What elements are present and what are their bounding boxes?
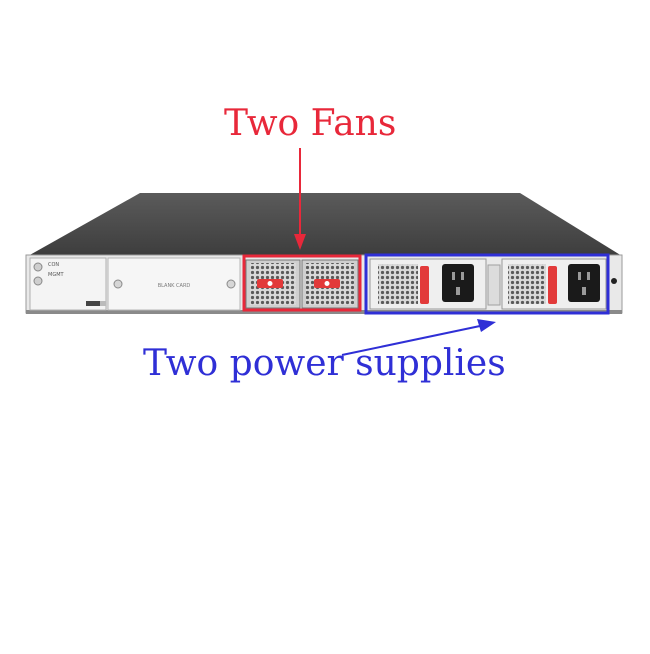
thumb-screw-icon — [33, 262, 43, 272]
fans-annotation-label: Two Fans — [224, 103, 397, 144]
fan-grille-icon — [508, 264, 546, 304]
power-supply-2 — [501, 258, 607, 310]
fan-grille-icon — [378, 264, 418, 304]
port-label: CON — [48, 262, 59, 268]
fans-arrowhead — [294, 234, 306, 250]
blank-card-label: BLANK CARD — [158, 283, 191, 289]
iec-power-inlet-icon — [568, 264, 600, 302]
fan-module-1 — [245, 259, 301, 309]
fans-highlight-box — [242, 254, 362, 312]
power-arrow — [341, 325, 481, 356]
thumb-screw-icon — [33, 276, 43, 286]
thumb-screw-icon — [226, 279, 236, 289]
thumb-screw-icon — [113, 279, 123, 289]
power-highlight-box — [364, 253, 610, 315]
console-module: CON MGMT — [29, 257, 107, 311]
iec-power-inlet-icon — [442, 264, 474, 302]
blank-card: BLANK CARD — [107, 257, 241, 311]
chassis-top — [28, 193, 622, 256]
power-arrowhead — [477, 319, 496, 332]
port-label: MGMT — [48, 272, 65, 278]
fan-module-2 — [301, 259, 359, 309]
power-supply-1 — [369, 258, 487, 310]
power-annotation-label: Two power supplies — [143, 343, 506, 384]
